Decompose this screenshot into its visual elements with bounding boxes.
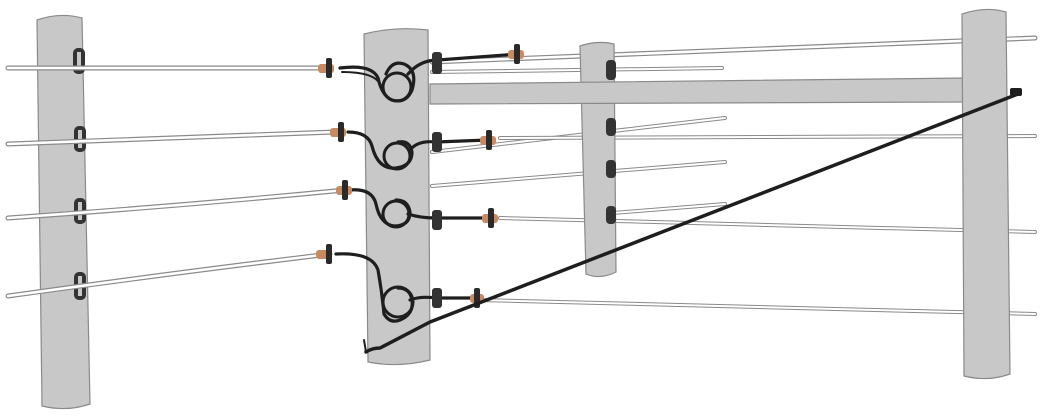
crossarm xyxy=(429,77,967,105)
connector-icon xyxy=(508,44,524,64)
middle-pole xyxy=(579,41,617,278)
connector-icon xyxy=(482,208,498,228)
right-conductor-2b xyxy=(498,134,1037,140)
right-conductor-4 xyxy=(598,202,727,216)
connector-icon xyxy=(330,122,346,142)
upper-right-conductor xyxy=(429,35,1038,65)
right-conductor-2 xyxy=(430,116,727,154)
connector-icon xyxy=(316,244,332,264)
bracket-icon xyxy=(432,52,442,74)
left-span-wires xyxy=(5,65,348,299)
conductor-2 xyxy=(5,129,338,147)
insulator-icon xyxy=(606,160,616,178)
right-conductor-0 xyxy=(430,66,724,74)
connector-icon xyxy=(318,58,334,78)
right-conductor-3 xyxy=(430,160,727,188)
insulator-icon xyxy=(606,206,616,224)
drip-loop-1 xyxy=(338,52,520,103)
insulator-icon xyxy=(606,118,616,136)
right-conductor-3b xyxy=(498,216,1037,234)
bracket-icon xyxy=(432,288,442,308)
right-pole xyxy=(961,8,1011,380)
connectors xyxy=(316,44,524,308)
connector-icon xyxy=(336,180,352,200)
right-conductor-5 xyxy=(478,298,1037,316)
bracket-icon xyxy=(432,132,442,152)
guy-anchor-icon xyxy=(1010,88,1022,96)
guy-wire xyxy=(363,88,1022,354)
bracket-icon xyxy=(432,210,442,230)
connector-icon xyxy=(480,130,496,150)
insulator-icon xyxy=(606,60,616,80)
conductor-3 xyxy=(5,187,348,221)
conductor-4 xyxy=(5,251,333,299)
